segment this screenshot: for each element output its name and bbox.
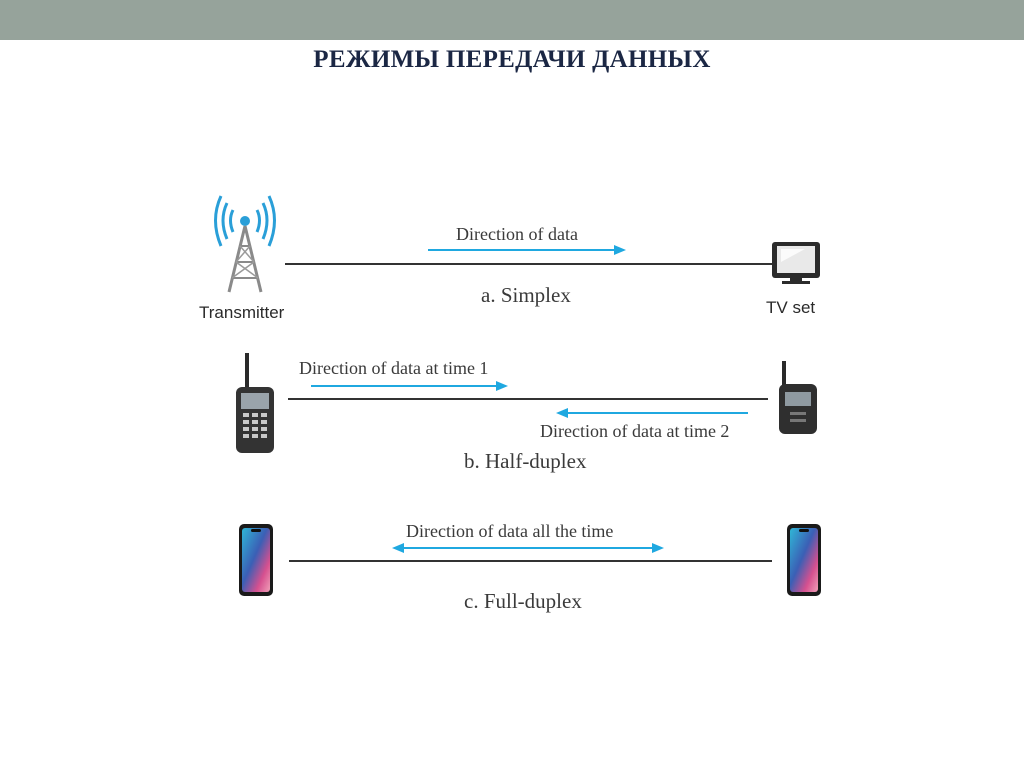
tv-icon (772, 242, 820, 284)
slide-title: РЕЖИМЫ ПЕРЕДАЧИ ДАННЫХ (313, 46, 711, 73)
top-bar (0, 0, 1024, 40)
simplex-direction-arrow (428, 245, 626, 255)
tv-set-label: TV set (766, 298, 816, 317)
simplex-direction-label: Direction of data (456, 224, 578, 244)
simplex-caption: a. Simplex (481, 283, 571, 307)
smartphone-icon (239, 524, 273, 596)
smartphone-icon (787, 524, 821, 596)
slide (0, 40, 1024, 767)
half-duplex-time2-label: Direction of data at time 2 (540, 421, 730, 441)
full-duplex-direction-label: Direction of data all the time (406, 521, 614, 541)
half-duplex-arrow-time-1 (311, 381, 508, 391)
transmitter-tower-icon (214, 195, 276, 293)
walkie-talkie-icon (779, 361, 817, 434)
walkie-talkie-icon (236, 353, 274, 453)
transmitter-label: Transmitter (199, 303, 285, 322)
half-duplex-time1-label: Direction of data at time 1 (299, 358, 489, 378)
half-duplex-caption: b. Half-duplex (464, 449, 587, 473)
full-duplex-bidirectional-arrow (392, 543, 664, 553)
half-duplex-arrow-time-2 (556, 408, 748, 418)
full-duplex-caption: c. Full-duplex (464, 589, 582, 613)
